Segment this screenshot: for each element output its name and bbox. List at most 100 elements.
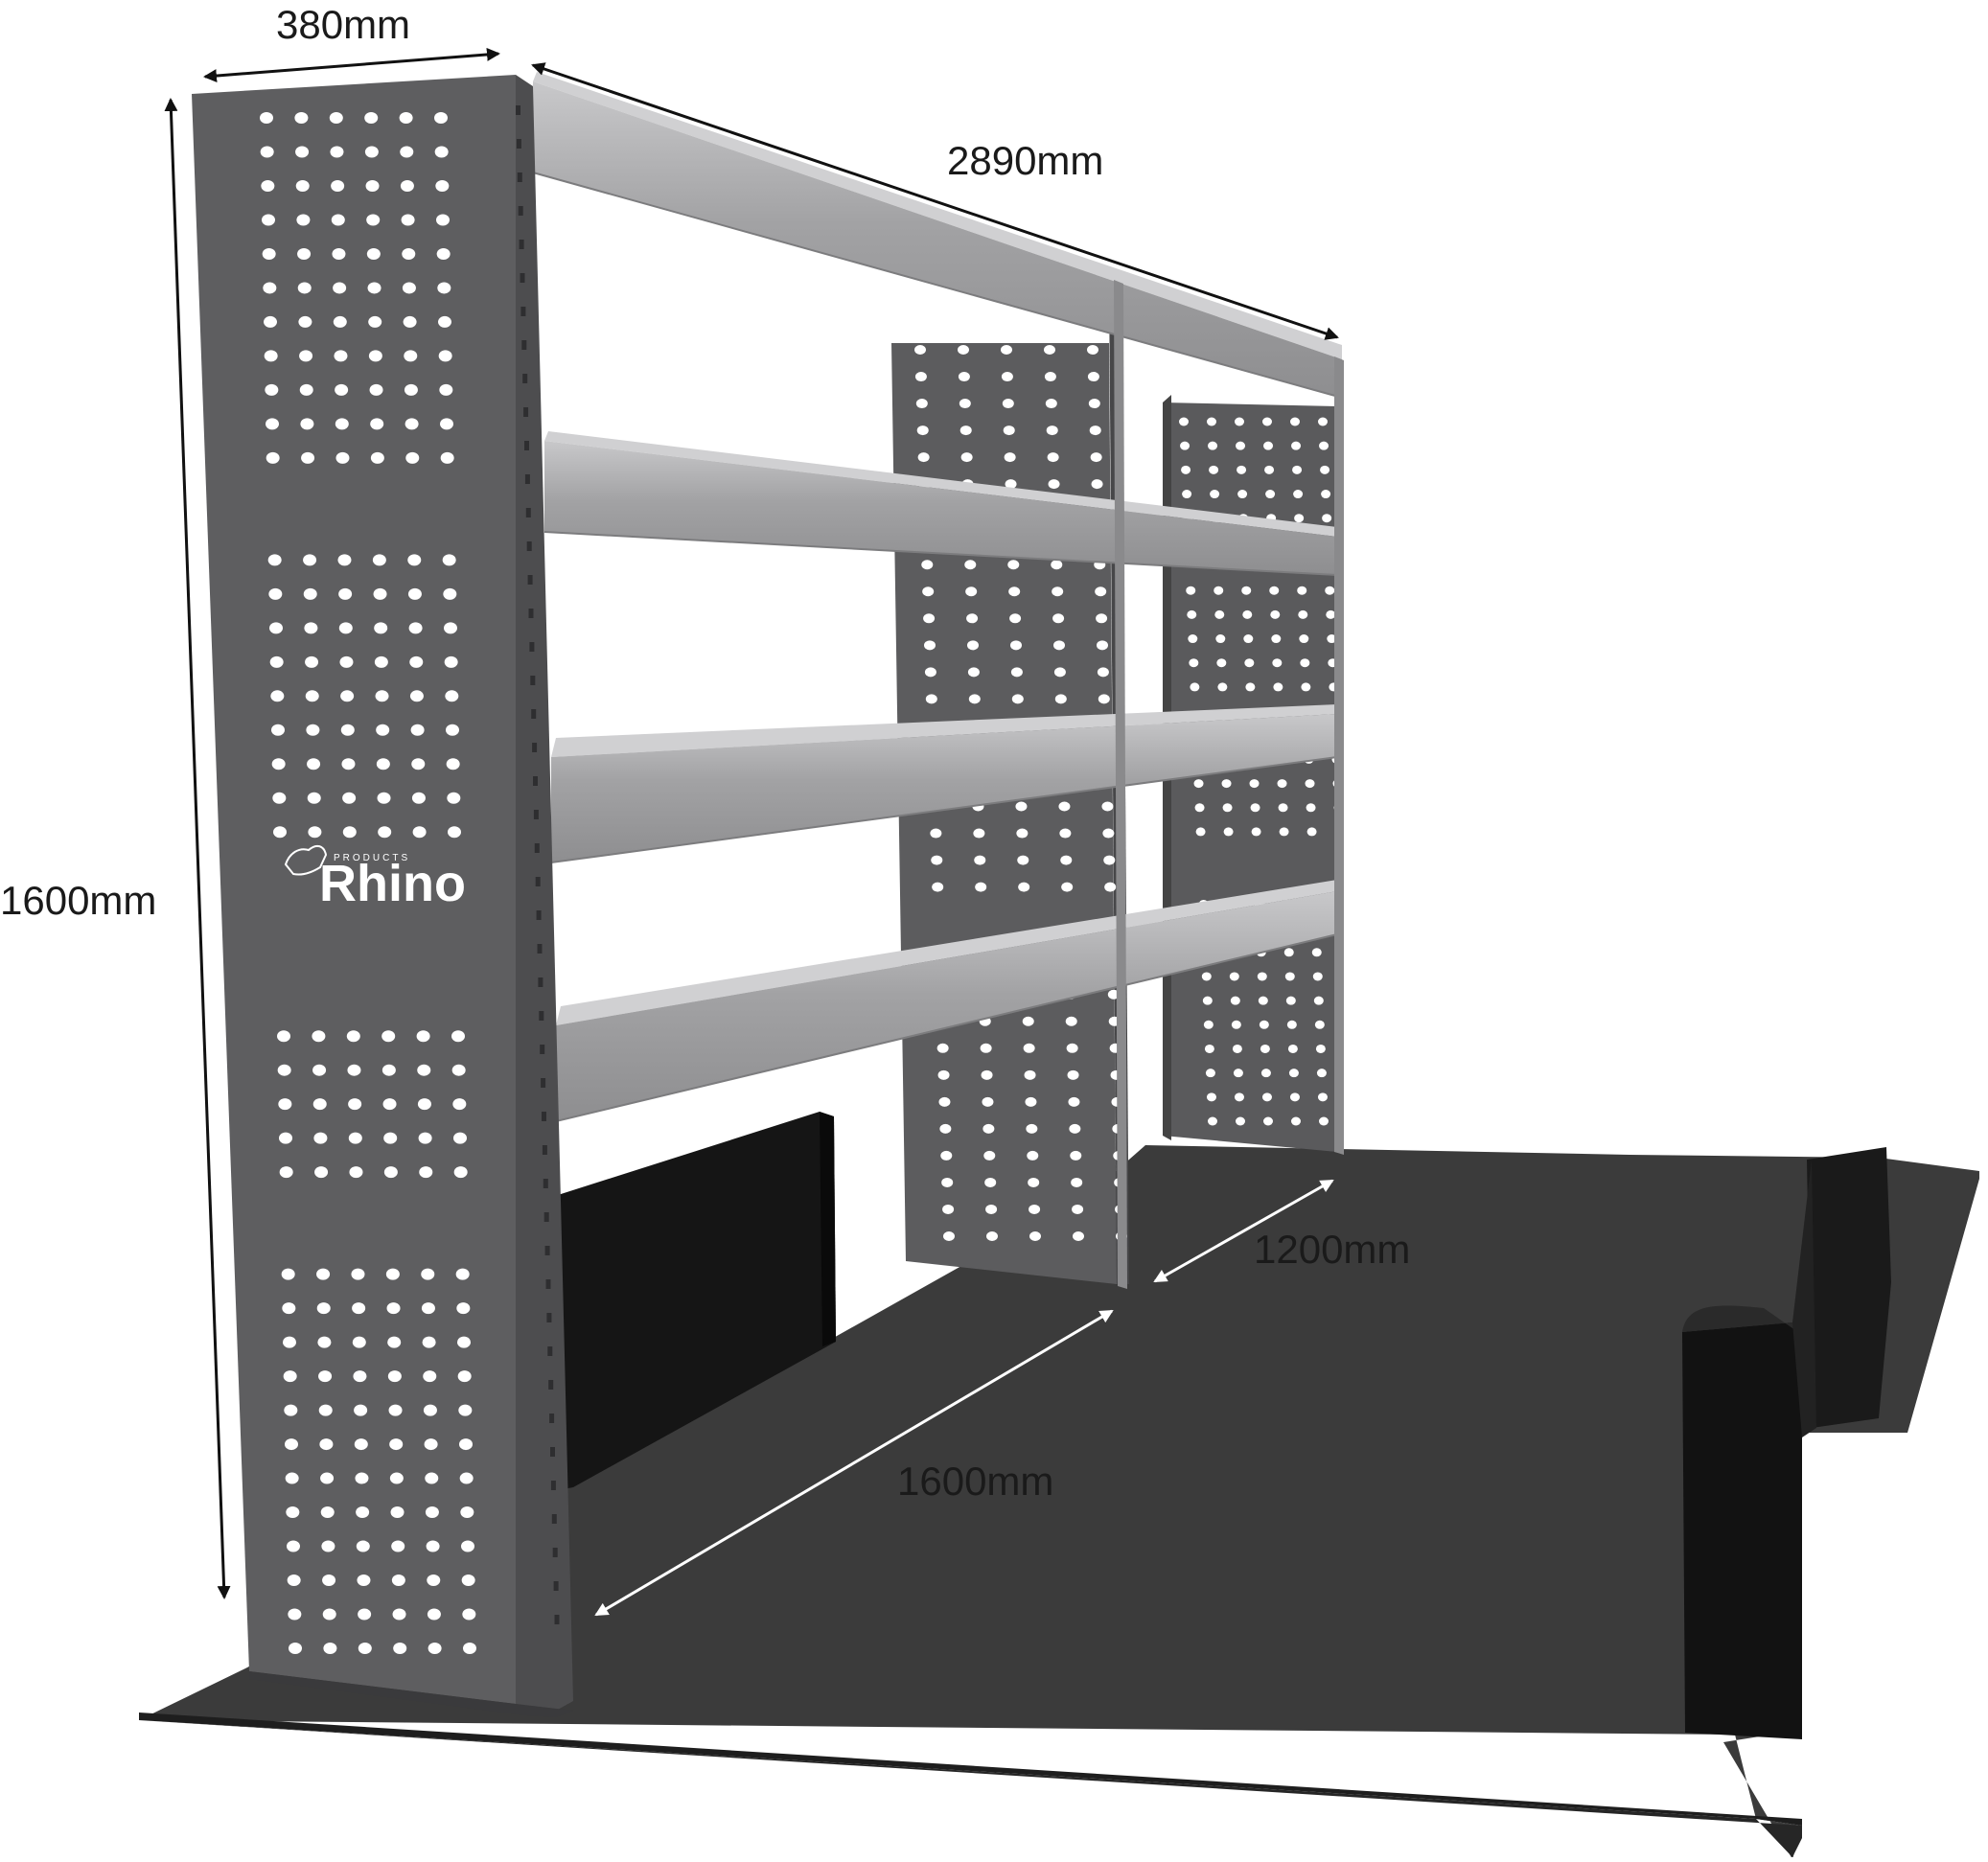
perforation [383,1166,398,1179]
perforation [456,1302,471,1315]
perforation [1298,609,1308,619]
side-slot [542,1145,547,1155]
perforation [1237,465,1247,474]
perforation [314,1166,329,1179]
arch-step [1792,1160,1816,1437]
perforation [353,1370,367,1383]
perforation [355,1472,369,1484]
perforation [356,1540,370,1552]
perforation [1322,514,1332,523]
perforation [1235,417,1244,426]
perforation [365,179,380,192]
perforation [451,1064,466,1076]
side-slot [545,1279,551,1289]
perforation [1047,452,1059,463]
perforation [312,1064,327,1076]
perforation [389,1438,404,1451]
perforation [1233,1069,1243,1078]
perforation [298,315,312,328]
arch-left-edge [820,1112,836,1346]
perforation [448,826,461,839]
perforation [264,315,277,328]
perforation [1320,465,1330,474]
perforation [455,1268,470,1280]
perforation [982,1096,994,1107]
perforation [462,1608,476,1621]
perforation [1087,372,1099,382]
perforation [1284,972,1295,981]
side-slot [528,609,534,618]
side-slot [516,139,521,149]
perforation [1264,465,1275,474]
perforation [1072,1204,1084,1214]
perforation [459,1438,473,1451]
perforation [1294,514,1305,523]
side-slot [524,441,529,450]
perforation [423,1404,437,1416]
perforation [941,1177,954,1187]
perforation [410,724,425,736]
perforation [348,1132,362,1144]
perforation [318,1404,333,1416]
end-post [1334,356,1344,1155]
perforation [1067,1069,1079,1080]
shelf-lip [551,704,1337,757]
perforation [352,1302,366,1315]
perforation [1260,1069,1271,1078]
dimension-lines [164,47,1339,1617]
perforation [319,1438,334,1451]
perforation [1287,1044,1298,1053]
perforation [435,179,450,192]
perforation [1101,801,1114,812]
perforation [1297,586,1307,595]
perforation [264,350,278,362]
perforation [1087,345,1098,355]
side-slot [520,273,525,283]
perforation [382,1098,397,1111]
perforation [1058,801,1071,812]
perforation [1262,417,1272,426]
perforation [1048,479,1060,490]
perforation [408,622,423,634]
perforation [308,826,322,839]
side-slot [541,1078,546,1088]
panel-face [192,75,516,1704]
perforation [942,1204,955,1214]
perforation [338,622,353,634]
perforation [1004,452,1016,463]
perforation [278,1098,292,1111]
perforation [923,613,936,624]
perforation [1341,996,1352,1005]
perforation [1001,372,1013,382]
perforation [305,655,319,668]
perforation [1028,1177,1040,1187]
perforation [329,112,343,124]
perforation [1271,634,1282,644]
perforation [1026,1123,1038,1134]
perforation [458,1404,473,1416]
perforation [437,282,451,294]
perforation [967,667,980,678]
perforation [986,1231,998,1241]
side-slot [549,1414,555,1423]
perforation [1306,827,1317,837]
perforation [289,1643,302,1654]
perforation [271,758,286,770]
perforation [1214,609,1225,619]
perforation [335,451,350,464]
side-slot [535,877,541,886]
perforation [1215,634,1226,644]
perforation [1217,682,1228,692]
perforation [352,1336,366,1348]
perforation [1187,609,1197,619]
perforation [965,586,978,597]
side-slot [522,374,528,383]
perforation [1245,682,1256,692]
perforation [283,1336,296,1348]
perforation [1180,441,1190,450]
perforation [1305,779,1315,789]
perforation [1044,345,1055,355]
perforation [260,146,274,158]
perforation [1015,801,1028,812]
